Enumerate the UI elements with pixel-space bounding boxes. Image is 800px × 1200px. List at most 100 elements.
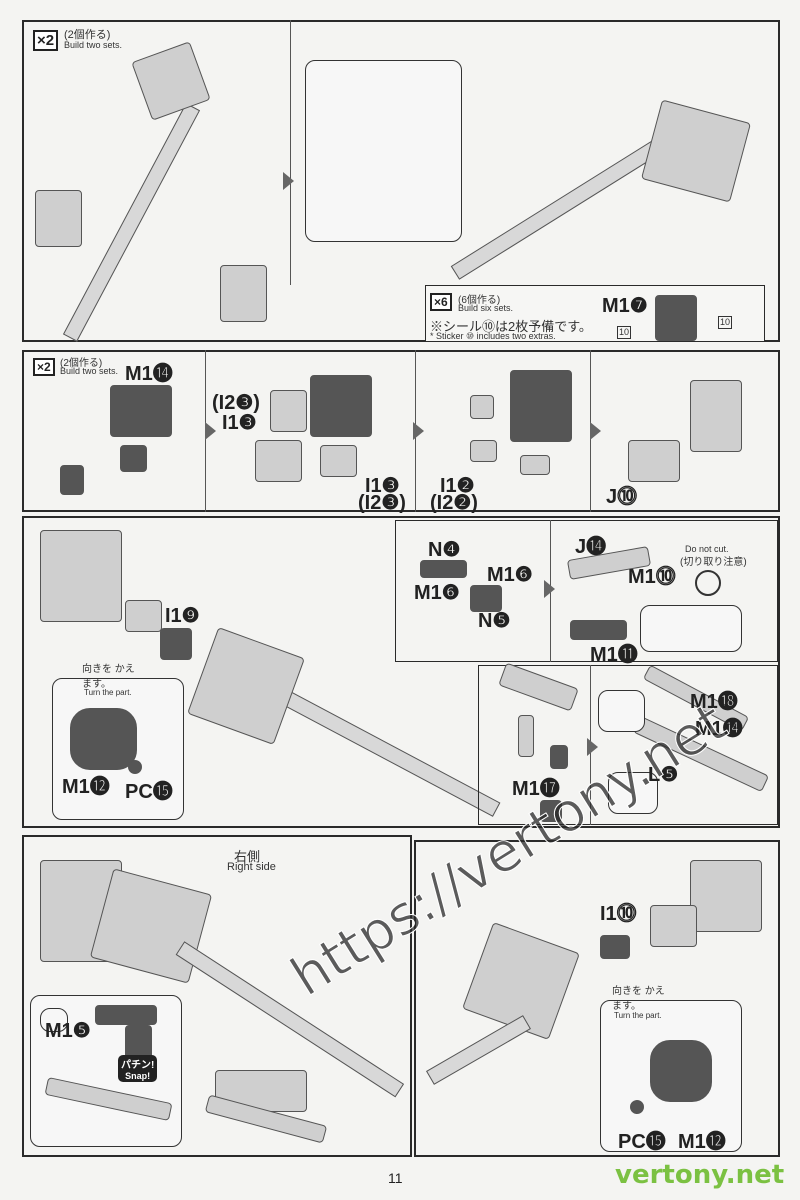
turn-jp: 向きを かえます。 <box>612 986 665 1012</box>
part <box>540 800 562 822</box>
part <box>320 445 357 477</box>
sticker-number: 10 <box>617 326 632 339</box>
part <box>420 560 467 578</box>
detail-inset <box>40 1008 68 1032</box>
sticker-box <box>425 285 765 342</box>
part <box>70 708 137 770</box>
part <box>690 380 742 452</box>
part-label: M1❻ <box>414 582 460 604</box>
part-blade <box>215 1070 307 1112</box>
part <box>470 440 497 462</box>
part-label: N❺ <box>478 610 511 632</box>
snap-en: Snap! <box>125 1071 151 1081</box>
arrow-icon <box>544 580 555 598</box>
part-missile-pod <box>655 295 697 341</box>
part-label: M1⓫ <box>590 644 638 666</box>
divider <box>290 20 291 285</box>
page-number: 11 <box>388 1170 403 1186</box>
step1-panel <box>22 20 780 342</box>
side-jp: 右側 <box>234 849 261 864</box>
part <box>520 455 550 475</box>
part <box>160 628 192 660</box>
arrow-icon <box>590 422 601 440</box>
part-label: M1⓲ <box>690 691 738 713</box>
part-label: J⓾ <box>606 486 638 508</box>
watermark-corner: vertony.net <box>615 1160 785 1190</box>
part-head <box>40 530 122 622</box>
do-not-cut-jp: (切り取り注意) <box>680 557 747 568</box>
part <box>310 375 372 437</box>
part <box>470 585 502 612</box>
step2-multiplier: ×2 <box>33 358 55 376</box>
arrow-icon <box>413 422 424 440</box>
arrow-icon <box>283 172 294 190</box>
part <box>570 620 627 640</box>
sticker-note-jp: ※シール⑩は2枚予備です。 <box>430 319 592 334</box>
part <box>628 440 680 482</box>
part <box>600 935 630 959</box>
part-label: I1❸ <box>222 412 257 434</box>
part-label: (I2❸) <box>358 492 406 514</box>
step3c-panel <box>478 665 778 825</box>
step2-panel <box>22 350 780 512</box>
detail-inset <box>598 690 645 732</box>
step1-jp: (2個作る) <box>64 29 111 41</box>
arrow-icon <box>587 738 598 756</box>
part-label: PC⓯ <box>125 781 173 803</box>
part-label: I1⓾ <box>600 903 637 925</box>
part-label: M1⓮ <box>695 718 743 740</box>
no-cut-icon <box>695 570 721 596</box>
sticker-jp: (6個作る) <box>458 295 501 306</box>
part <box>110 385 172 437</box>
part-label: M1⓾ <box>628 566 676 588</box>
part <box>255 440 302 482</box>
part-head <box>690 860 762 932</box>
detail-inset <box>305 60 462 242</box>
snap-badge: パチン! Snap! <box>118 1055 158 1082</box>
part-label: N❹ <box>428 539 461 561</box>
turn-en: Turn the part. <box>84 688 132 697</box>
part <box>470 395 494 419</box>
part-label: I1❾ <box>165 605 200 627</box>
part <box>550 745 568 769</box>
snap-jp: パチン! <box>121 1060 155 1071</box>
part-label: J⓮ <box>575 536 607 558</box>
sticker-en: Build six sets. <box>458 303 514 313</box>
part-label: L❺ <box>648 764 679 786</box>
part-label: (I2❷) <box>430 492 478 514</box>
part <box>518 715 534 757</box>
part <box>95 1005 157 1025</box>
step4-panel <box>22 835 412 1157</box>
step2-jp: (2個作る) <box>60 358 103 369</box>
part <box>510 370 572 442</box>
part-label: I1❷ <box>440 475 475 497</box>
part <box>270 390 307 432</box>
step3b-panel <box>395 520 778 662</box>
detail-inset <box>608 772 658 814</box>
part <box>120 445 147 472</box>
part-label: PC⓯ <box>618 1131 666 1153</box>
part-label: M1❼ <box>602 295 648 317</box>
step2-en: Build two sets. <box>60 366 119 376</box>
part <box>125 600 162 632</box>
do-not-cut-en: Do not cut. <box>685 544 729 554</box>
part <box>650 905 697 947</box>
part-blade <box>220 265 267 322</box>
part-label: M1⓬ <box>678 1131 726 1153</box>
side-en: Right side <box>227 861 276 873</box>
part <box>650 1040 712 1102</box>
part <box>630 1100 644 1114</box>
part-label: M1⓮ <box>125 363 173 385</box>
step3-panel <box>22 516 780 828</box>
sticker-number: 10 <box>718 316 733 329</box>
part-label: I1❸ <box>365 475 400 497</box>
part <box>128 760 142 774</box>
part-label: M1❺ <box>45 1020 91 1042</box>
detail-inset <box>640 605 742 652</box>
part-label: M1⓬ <box>62 776 110 798</box>
part-label: M1❻ <box>487 564 533 586</box>
arrow-icon <box>205 422 216 440</box>
sticker-multiplier: ×6 <box>430 293 452 311</box>
part-blade <box>35 190 82 247</box>
sticker-note-en: * Sticker ⑩ includes two extras. <box>430 331 556 341</box>
